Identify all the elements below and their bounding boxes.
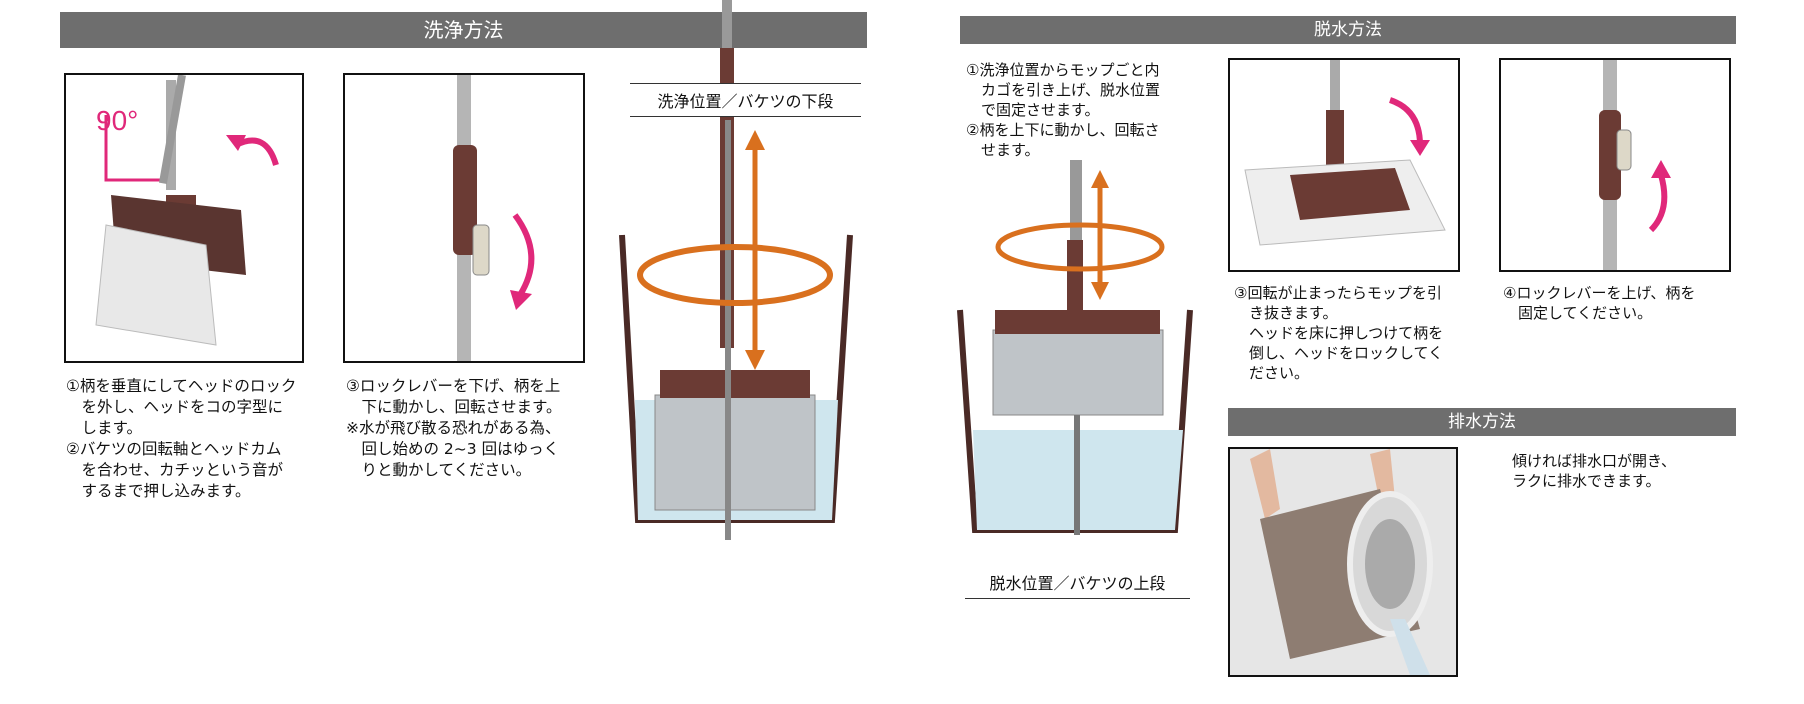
drain-header: 排水方法 bbox=[1228, 408, 1736, 436]
drain-text: 傾ければ排水口が開き、 ラクに排水できます。 bbox=[1512, 452, 1676, 490]
spin-bucket-illustration bbox=[955, 160, 1200, 545]
angle-label: 90° bbox=[96, 105, 138, 136]
spin-step12-text: ①洗浄位置からモップごと内 カゴを引き上げ、脱水位置 で固定させます。 ②柄を上… bbox=[966, 61, 1160, 159]
wash-bucket-illustration bbox=[600, 0, 870, 545]
spin-step3-image bbox=[1228, 58, 1460, 272]
spin-step4-text: ④ロックレバーを上げ、柄を 固定してください。 bbox=[1503, 284, 1696, 322]
wash-position-label: 洗浄位置／バケツの下段 bbox=[630, 83, 861, 117]
spin-step4-image bbox=[1499, 58, 1731, 272]
spin-step3-text: ③回転が止まったらモップを引 き抜きます。 ヘッドを床に押しつけて柄を 倒し、ヘ… bbox=[1234, 284, 1444, 382]
wash-step1-image: 90° bbox=[64, 73, 304, 363]
drain-photo bbox=[1228, 447, 1458, 677]
wash-step3-image bbox=[343, 73, 585, 363]
spin-position-label: 脱水位置／バケツの上段 bbox=[965, 566, 1190, 599]
wash-step1-text: ①柄を垂直にしてヘッドのロック を外し、ヘッドをコの字型に します。 ②バケツの… bbox=[66, 377, 297, 500]
wash-step3-text: ③ロックレバーを下げ、柄を上 下に動かし、回転させます。 ※水が飛び散る恐れがあ… bbox=[346, 377, 562, 479]
wash-header: 洗浄方法 bbox=[60, 12, 867, 48]
spin-header: 脱水方法 bbox=[960, 16, 1736, 44]
